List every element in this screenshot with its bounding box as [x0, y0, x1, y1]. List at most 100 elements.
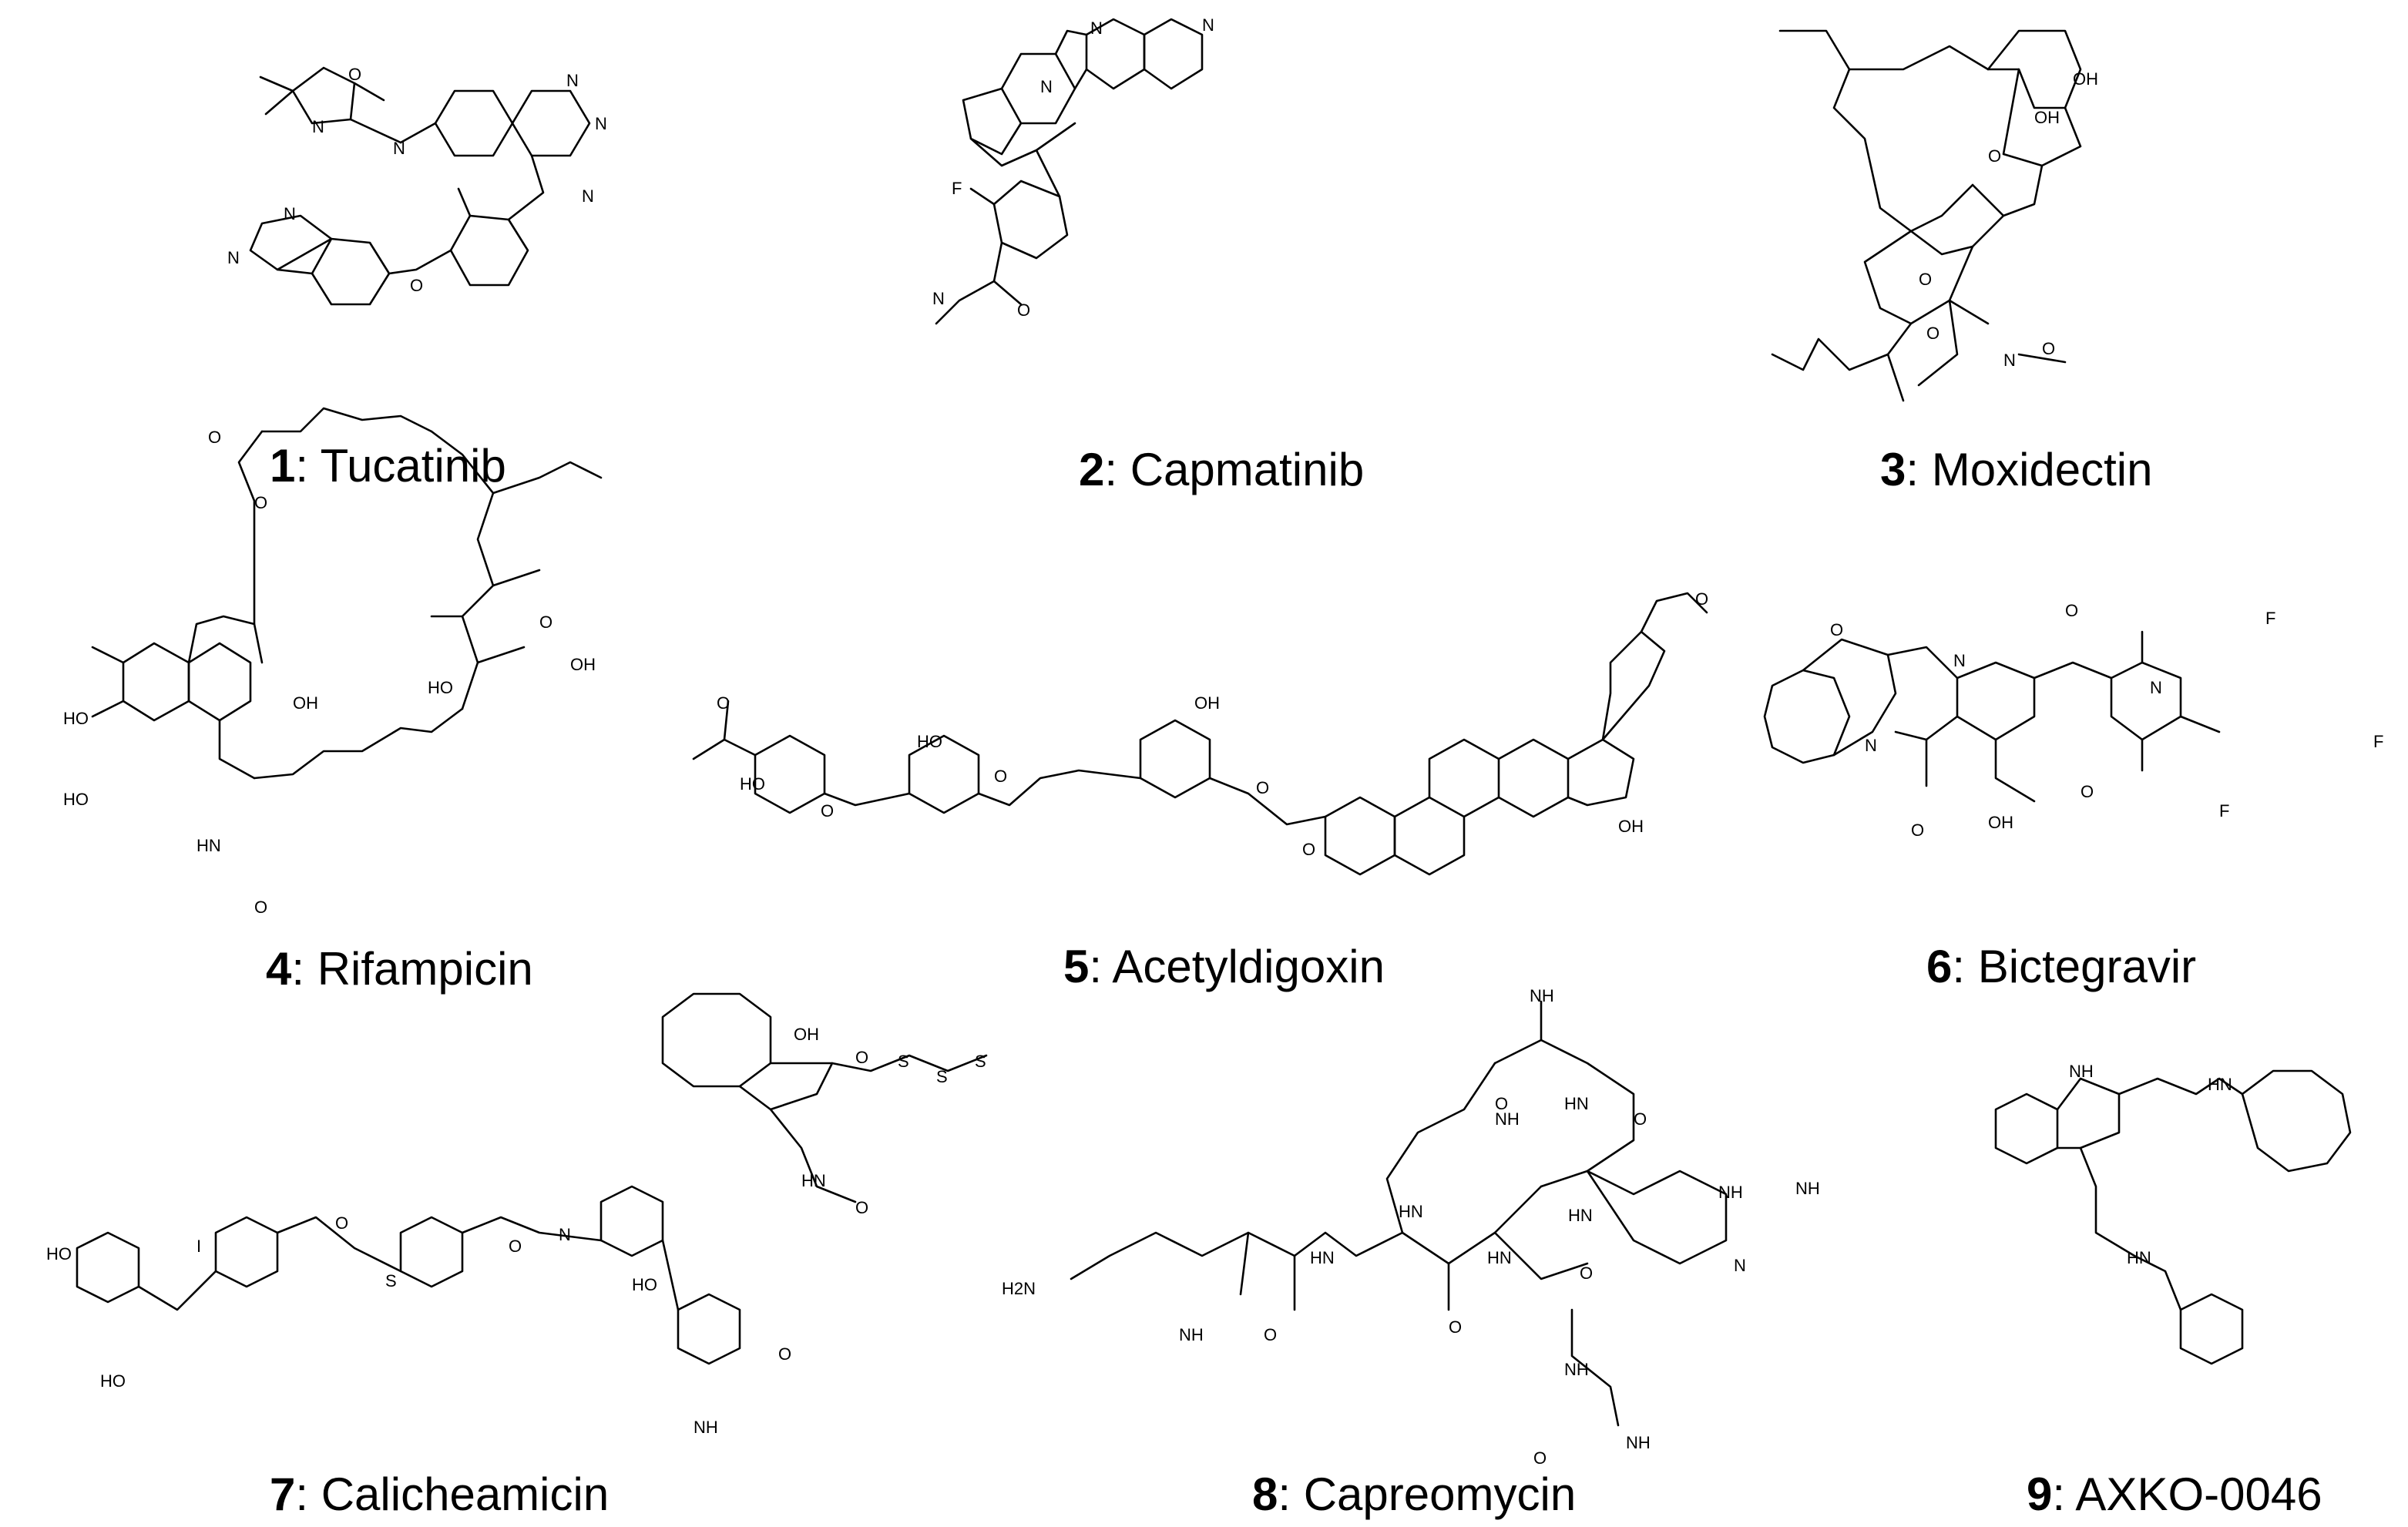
atom-o: O [1017, 300, 1030, 320]
atom-oh: OH [794, 1025, 819, 1044]
atom-n: N [284, 204, 296, 223]
structure-bictegravir: O N N O OH O O N F F F [1763, 601, 2383, 840]
atom-o: O [254, 493, 267, 512]
structure-calicheamicin: O OH S S S HN O I O S O N HO HO HO NH O [46, 992, 988, 1437]
atom-nh: NH [1495, 1109, 1520, 1129]
atom-s: S [975, 1052, 986, 1071]
caption-capreomycin: 8: Capreomycin [1252, 1468, 1576, 1520]
atom-n: N [227, 248, 240, 267]
atom-hn: HN [1564, 1094, 1589, 1113]
atom-o: O [994, 767, 1007, 786]
atom-o: O [717, 693, 730, 713]
atom-hn: HN [1487, 1248, 1512, 1267]
atom-o: O [1634, 1109, 1647, 1129]
atom-n: N [312, 117, 324, 136]
atom-o: O [821, 801, 834, 821]
structure-acetyldigoxin: HO HO OH OH O O O O O O [692, 589, 1708, 876]
atom-nh: NH [1718, 1183, 1743, 1202]
atom-oh: OH [293, 693, 318, 713]
atom-o: O [208, 428, 221, 447]
atom-nh: N [2150, 678, 2162, 697]
atom-o: O [1919, 270, 1932, 289]
caption-bictegravir: 6: Bictegravir [1926, 941, 2196, 992]
atom-nh: N [582, 186, 594, 206]
structure-axko-0046: NH HN HN [1994, 1062, 2352, 1365]
atom-hn: HN [2208, 1075, 2232, 1094]
structure-capreomycin: NH O NH HN O HN HN HN O NH NH N O NH NH … [1002, 986, 1820, 1468]
atom-oh: OH [2073, 69, 2098, 89]
atom-o: O [1988, 146, 2001, 166]
atom-nh: NH [694, 1418, 718, 1437]
atom-nh: NH [1795, 1179, 1820, 1198]
atom-oh: OH [1618, 817, 1644, 836]
atom-f: F [2219, 801, 2229, 821]
caption-capmatinib: 2: Capmatinib [1079, 444, 1364, 495]
atom-o: O [348, 65, 361, 84]
atom-n: N [1040, 77, 1053, 96]
atom-o: O [1302, 840, 1315, 859]
atom-f: F [2373, 732, 2383, 751]
atom-hn: HN [1310, 1248, 1335, 1267]
atom-oh: OH [1194, 693, 1220, 713]
atom-n: N [2003, 351, 2016, 370]
atom-n: N [1865, 736, 1877, 755]
atom-ho: HO [63, 709, 89, 728]
atom-o: O [410, 276, 423, 295]
atom-n: N [1090, 18, 1103, 38]
atom-h2n: H2N [1002, 1279, 1036, 1298]
atom-nh: N [393, 139, 405, 158]
atom-ho: HO [63, 790, 89, 809]
atom-n: N [1202, 15, 1214, 35]
caption-acetyldigoxin: 5: Acetyldigoxin [1063, 941, 1385, 992]
atom-o: O [1495, 1094, 1508, 1113]
atom-ho: HO [46, 1244, 72, 1264]
atom-nh: N [559, 1225, 571, 1244]
atom-o: O [539, 612, 552, 632]
atom-n: N [1953, 651, 1966, 670]
atom-o: O [1926, 324, 1939, 343]
atom-hn: HN [801, 1171, 826, 1190]
atom-o: O [1580, 1264, 1593, 1283]
atom-s: S [936, 1067, 948, 1086]
atom-nh: N [932, 289, 945, 308]
atom-nh2: NH [1530, 986, 1554, 1005]
atom-hn: HN [196, 836, 221, 855]
caption-axko-0046: 9: AXKO-0046 [2027, 1468, 2322, 1520]
atom-o: O [1830, 620, 1843, 639]
atom-n: N [595, 114, 607, 133]
atom-o: O [1911, 821, 1924, 840]
atom-nh2: NH [1179, 1325, 1204, 1344]
caption-moxidectin: 3: Moxidectin [1880, 444, 2153, 495]
atom-o: O [335, 1213, 348, 1233]
atom-n: N [1734, 1256, 1746, 1275]
atom-ho: HO [740, 774, 765, 794]
atom-ho: HO [100, 1371, 126, 1391]
atom-o: O [855, 1048, 868, 1067]
atom-ho: HO [917, 732, 942, 751]
captions: 1: Tucatinib 2: Capmatinib 3: Moxidectin… [266, 440, 2322, 1520]
atom-o: O [1449, 1317, 1462, 1337]
atom-o: O [2081, 782, 2094, 801]
atom-o: O [1256, 778, 1269, 797]
atom-nh: NH [2069, 1062, 2094, 1081]
atom-ho: HO [428, 678, 453, 697]
atom-i: I [196, 1237, 201, 1256]
atom-oh: OH [570, 655, 596, 674]
atom-o: O [2042, 339, 2055, 358]
atom-s: S [898, 1052, 909, 1071]
atom-o: O [855, 1198, 868, 1217]
atom-oh: OH [1988, 813, 2013, 832]
structure-tucatinib: N O N N N N O N N [227, 65, 607, 306]
structure-capmatinib: N N N F O N [932, 15, 1214, 325]
atom-n: N [566, 71, 579, 90]
structure-moxidectin: OH OH O O O N O [1771, 29, 2098, 402]
atom-o: O [509, 1237, 522, 1256]
atom-o: O [1695, 589, 1708, 609]
atom-nh2: NH [1626, 1433, 1651, 1452]
atom-f: F [2265, 609, 2275, 628]
structure-rifampicin: O O HO HO OH HN O O OH HO [63, 407, 603, 917]
caption-calicheamicin: 7: Calicheamicin [270, 1468, 609, 1520]
atom-o: O [1264, 1325, 1277, 1344]
caption-tucatinib: 1: Tucatinib [270, 440, 506, 492]
